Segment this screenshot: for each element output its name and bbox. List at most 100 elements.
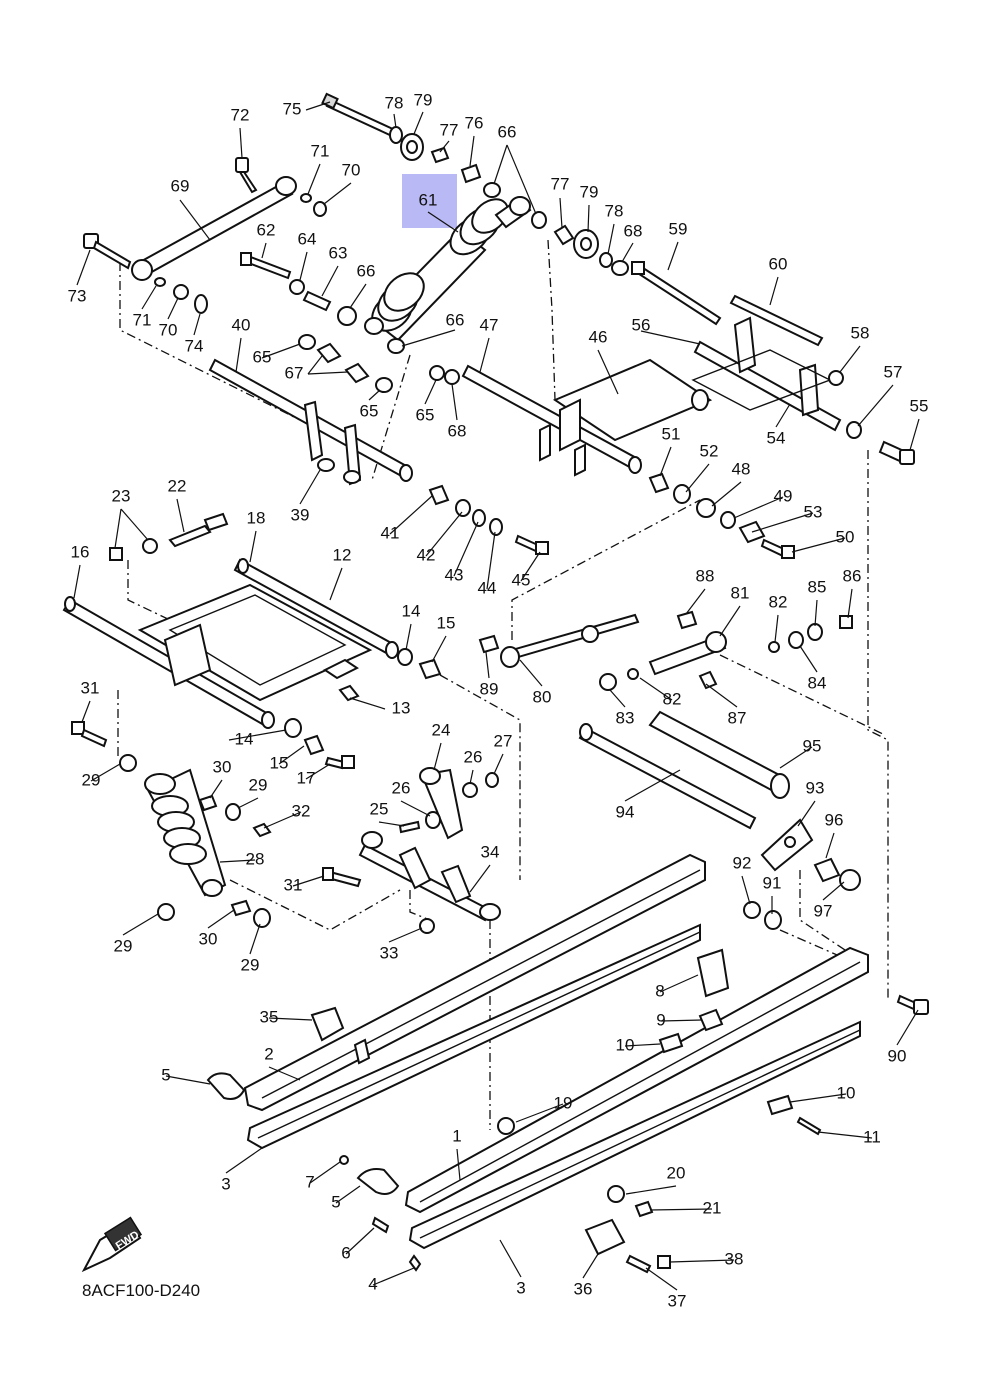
leader-line: [597, 349, 619, 395]
leader-line: [685, 463, 710, 493]
callout-79: 79: [580, 182, 599, 201]
leader-line: [625, 1185, 677, 1195]
leader-line: [307, 163, 321, 195]
callout-41: 41: [381, 523, 400, 542]
callout-65: 65: [416, 405, 435, 424]
callout-45: 45: [512, 570, 531, 589]
callout-14: 14: [235, 729, 254, 748]
leader-line: [73, 564, 81, 599]
leader-line: [660, 1019, 703, 1022]
leader-line: [659, 974, 699, 993]
callout-96: 96: [825, 810, 844, 829]
lower-rods: [578, 710, 861, 930]
diagram-code: 8ACF100-D240: [82, 1281, 200, 1300]
leader-line: [307, 355, 323, 375]
callout-15: 15: [437, 613, 456, 632]
callout-55: 55: [910, 396, 929, 415]
callout-73: 73: [68, 286, 87, 305]
callout-56: 56: [632, 315, 651, 334]
callout-23: 23: [112, 486, 131, 505]
leader-line: [705, 683, 738, 708]
callout-63: 63: [329, 243, 348, 262]
callout-35: 35: [260, 1007, 279, 1026]
callout-53: 53: [804, 502, 823, 521]
leader-line: [825, 832, 835, 859]
leader-line: [493, 144, 508, 185]
callout-66: 66: [357, 261, 376, 280]
leader-line: [486, 531, 496, 590]
leader-line: [372, 1267, 415, 1286]
leader-line: [515, 1103, 564, 1123]
callout-29: 29: [114, 936, 133, 955]
callout-48: 48: [732, 459, 751, 478]
left-shock: [71, 718, 355, 928]
callout-40: 40: [232, 315, 251, 334]
callout-77: 77: [440, 120, 459, 139]
leader-line: [292, 875, 325, 887]
callout-79: 79: [414, 90, 433, 109]
callout-72: 72: [231, 105, 250, 124]
callout-94: 94: [616, 802, 635, 821]
leader-line: [249, 923, 261, 955]
callout-20: 20: [667, 1163, 686, 1182]
leader-line: [453, 521, 479, 577]
callout-11: 11: [863, 1127, 881, 1146]
leader-lines: [73, 101, 920, 1291]
leader-line: [485, 651, 490, 679]
callout-30: 30: [199, 929, 218, 948]
leader-line: [413, 111, 424, 135]
leader-line: [506, 144, 537, 215]
leader-line: [640, 330, 701, 345]
leader-line: [621, 242, 634, 263]
callout-54: 54: [767, 428, 786, 447]
leader-line: [431, 635, 447, 663]
callout-15: 15: [270, 753, 289, 772]
callout-78: 78: [385, 93, 404, 112]
callout-30: 30: [213, 757, 232, 776]
callout-91: 91: [763, 873, 782, 892]
leader-line: [239, 127, 243, 159]
leader-line: [520, 551, 541, 582]
highlight-box: [402, 174, 457, 228]
callout-6: 6: [341, 1243, 350, 1262]
leader-line: [261, 242, 267, 259]
leader-line: [645, 1267, 678, 1291]
callout-80: 80: [533, 687, 552, 706]
leader-line: [393, 113, 397, 129]
leader-line: [299, 251, 308, 281]
callout-27: 27: [494, 731, 513, 750]
callout-66: 66: [498, 122, 517, 141]
leader-line: [624, 1043, 661, 1047]
callout-75: 75: [283, 99, 302, 118]
callout-3: 3: [516, 1278, 525, 1297]
callout-26: 26: [464, 747, 483, 766]
leader-line: [493, 753, 504, 775]
leader-line: [309, 1161, 341, 1184]
callout-25: 25: [370, 799, 389, 818]
leader-line: [609, 689, 626, 708]
leader-line: [817, 1131, 873, 1139]
callout-21: 21: [703, 1198, 722, 1217]
leader-line: [323, 182, 352, 205]
callout-29: 29: [241, 955, 260, 974]
leader-line: [797, 800, 816, 827]
leader-line: [559, 197, 563, 229]
leader-line: [774, 614, 779, 643]
fwd-arrow: FWD: [81, 1216, 143, 1273]
right-link-group: [478, 610, 853, 691]
callout-90: 90: [888, 1046, 907, 1065]
callout-62: 62: [257, 220, 276, 239]
leader-line: [775, 403, 791, 428]
leader-line: [349, 283, 367, 309]
leader-line: [321, 265, 339, 297]
callout-85: 85: [808, 577, 827, 596]
leader-line: [799, 645, 818, 673]
callout-18: 18: [247, 508, 266, 527]
callout-77: 77: [551, 174, 570, 193]
leader-line: [389, 495, 433, 535]
leader-line: [400, 800, 431, 817]
leader-line: [368, 389, 381, 401]
callout-86: 86: [843, 566, 862, 585]
leader-line: [847, 588, 853, 619]
